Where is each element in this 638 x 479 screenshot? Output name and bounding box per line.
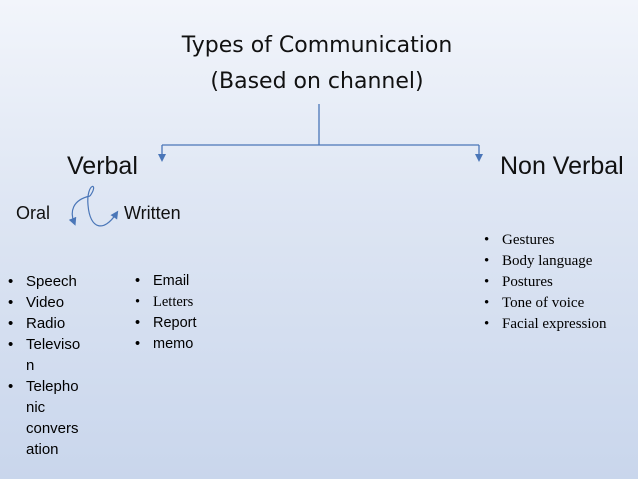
list-item: Gestures: [484, 230, 638, 251]
verbal-label: Verbal: [67, 152, 138, 180]
written-loop-arrow-icon: [87, 186, 119, 227]
written-list: Email Letters Report memo: [135, 271, 245, 355]
list-item: Report: [135, 313, 245, 334]
list-item: Postures: [484, 272, 638, 293]
oral-label: Oral: [16, 203, 51, 223]
list-item: Televiso n: [8, 334, 90, 376]
list-item: memo: [135, 334, 245, 355]
list-item: Facial expression: [484, 314, 638, 335]
written-label: Written: [124, 203, 181, 223]
list-item: Telepho nic convers ation: [8, 376, 92, 460]
list-item: Speech: [8, 271, 108, 292]
oral-list: Speech Video Radio Televiso n Telepho ni…: [8, 271, 108, 460]
title-line-1: Types of Communication: [181, 33, 453, 58]
list-item: Email: [135, 271, 245, 292]
list-item: Tone of voice: [484, 293, 638, 314]
title-line-2: (Based on channel): [210, 69, 424, 94]
diagram-title: Types of Communication (Based on channel…: [0, 28, 638, 100]
nonverbal-label: Non Verbal: [500, 152, 624, 180]
list-item: Radio: [8, 313, 108, 334]
nonverbal-list: Gestures Body language Postures Tone of …: [484, 230, 638, 335]
list-item: Body language: [484, 251, 638, 272]
list-item: Letters: [135, 292, 245, 313]
oral-curved-arrow-icon: [68, 195, 91, 226]
list-item: Video: [8, 292, 108, 313]
